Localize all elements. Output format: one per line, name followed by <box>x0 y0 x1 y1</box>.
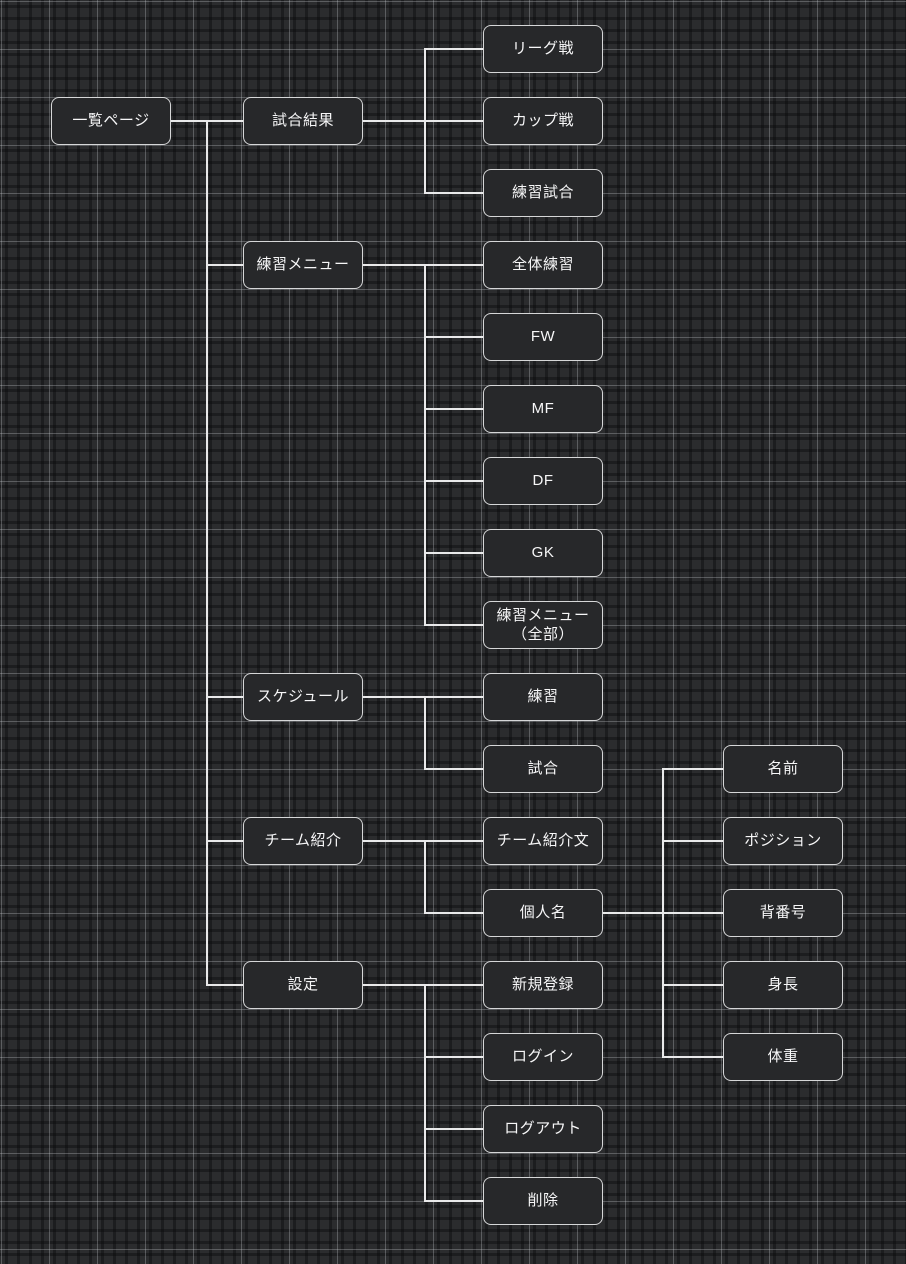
node-label: 全体練習 <box>511 256 574 274</box>
node-settings[interactable]: 設定 <box>243 961 363 1009</box>
node-label: 一覧ページ <box>72 112 150 130</box>
node-fw[interactable]: FW <box>483 313 603 361</box>
node-df[interactable]: DF <box>483 457 603 505</box>
connector-line <box>206 120 208 986</box>
connector-line <box>424 1200 483 1202</box>
node-label: 練習 <box>527 688 559 706</box>
node-label: 練習メニュー <box>256 256 350 274</box>
connector-line <box>363 264 483 266</box>
node-cup-match[interactable]: カップ戦 <box>483 97 603 145</box>
node-height[interactable]: 身長 <box>723 961 843 1009</box>
node-label: ログイン <box>511 1048 574 1066</box>
node-label: MF <box>531 400 555 418</box>
node-match-results[interactable]: 試合結果 <box>243 97 363 145</box>
connector-line <box>424 1128 483 1130</box>
connector-line <box>424 1056 483 1058</box>
node-label: チーム紹介文 <box>496 832 590 850</box>
node-label: 練習試合 <box>511 184 574 202</box>
node-name[interactable]: 名前 <box>723 745 843 793</box>
connector-line <box>662 1056 723 1058</box>
node-label: 練習メニュー（全部） <box>496 606 590 644</box>
connector-line <box>424 48 426 194</box>
node-whole-team-practice[interactable]: 全体練習 <box>483 241 603 289</box>
connector-line <box>206 696 243 698</box>
node-delete[interactable]: 削除 <box>483 1177 603 1225</box>
node-match[interactable]: 試合 <box>483 745 603 793</box>
connector-line <box>424 912 483 914</box>
connector-line <box>424 552 483 554</box>
node-label: ポジション <box>744 832 822 850</box>
node-label: 個人名 <box>519 904 567 922</box>
connector-line <box>662 984 723 986</box>
node-practice-match[interactable]: 練習試合 <box>483 169 603 217</box>
node-logout[interactable]: ログアウト <box>483 1105 603 1153</box>
node-label: 削除 <box>527 1192 559 1210</box>
connector-line <box>662 840 723 842</box>
connector-line <box>424 840 426 914</box>
node-label: DF <box>532 472 554 490</box>
node-signup[interactable]: 新規登録 <box>483 961 603 1009</box>
node-login[interactable]: ログイン <box>483 1033 603 1081</box>
connector-line <box>363 840 483 842</box>
connector-line <box>363 696 483 698</box>
node-label: GK <box>531 544 555 562</box>
node-mf[interactable]: MF <box>483 385 603 433</box>
node-team-intro[interactable]: チーム紹介 <box>243 817 363 865</box>
connector-line <box>424 768 483 770</box>
node-schedule[interactable]: スケジュール <box>243 673 363 721</box>
connector-line <box>206 984 243 986</box>
node-label: 体重 <box>767 1048 799 1066</box>
node-label: FW <box>530 328 556 346</box>
connector-line <box>363 984 483 986</box>
node-label: リーグ戦 <box>511 40 574 58</box>
connector-line <box>206 840 243 842</box>
node-label: 試合 <box>527 760 559 778</box>
node-label: チーム紹介 <box>264 832 342 850</box>
node-label: 試合結果 <box>271 112 334 130</box>
node-player-name[interactable]: 個人名 <box>483 889 603 937</box>
node-label: 背番号 <box>759 904 807 922</box>
node-team-intro-text[interactable]: チーム紹介文 <box>483 817 603 865</box>
node-weight[interactable]: 体重 <box>723 1033 843 1081</box>
connector-line <box>424 336 483 338</box>
connector-line <box>424 480 483 482</box>
node-label: ログアウト <box>504 1120 582 1138</box>
node-label: カップ戦 <box>511 112 574 130</box>
connector-line <box>424 624 483 626</box>
connector-line <box>424 696 426 770</box>
node-league-match[interactable]: リーグ戦 <box>483 25 603 73</box>
node-gk[interactable]: GK <box>483 529 603 577</box>
connector-line <box>424 192 483 194</box>
node-label: 身長 <box>767 976 799 994</box>
connector-line <box>662 768 664 1058</box>
node-label: 設定 <box>287 976 319 994</box>
node-label: 新規登録 <box>511 976 574 994</box>
node-list-page[interactable]: 一覧ページ <box>51 97 171 145</box>
connector-line <box>206 264 243 266</box>
connector-line <box>424 984 426 1202</box>
node-label: 名前 <box>767 760 799 778</box>
connector-line <box>363 120 483 122</box>
node-practice-menu-all[interactable]: 練習メニュー（全部） <box>483 601 603 649</box>
connector-line <box>424 48 483 50</box>
node-practice[interactable]: 練習 <box>483 673 603 721</box>
connector-line <box>662 768 723 770</box>
node-label: スケジュール <box>257 688 349 706</box>
node-jersey-number[interactable]: 背番号 <box>723 889 843 937</box>
connector-line <box>424 264 426 626</box>
node-practice-menu[interactable]: 練習メニュー <box>243 241 363 289</box>
connector-line <box>424 408 483 410</box>
node-position[interactable]: ポジション <box>723 817 843 865</box>
